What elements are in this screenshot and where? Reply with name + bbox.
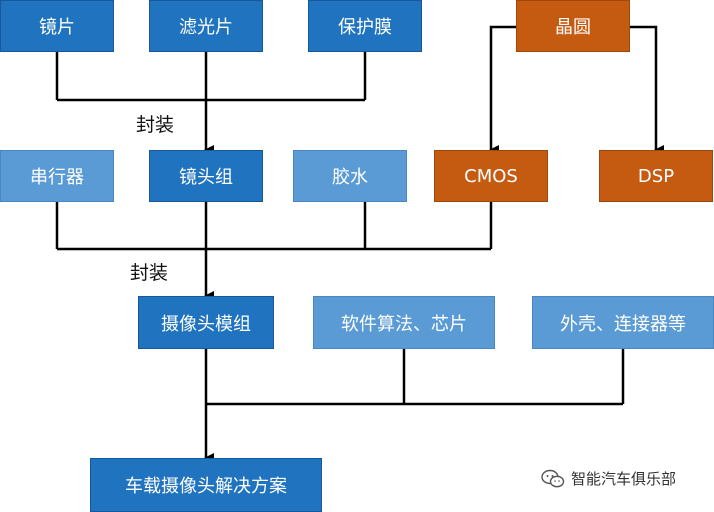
label-package-2: 封装 — [130, 262, 169, 284]
node-serializer: 串行器 — [0, 150, 114, 202]
node-lens: 镜片 — [0, 0, 114, 52]
node-housing-connector: 外壳、连接器等 — [532, 296, 714, 349]
node-wafer: 晶圆 — [516, 0, 630, 52]
node-glue-label: 胶水 — [332, 167, 368, 188]
node-lens-group: 镜头组 — [149, 150, 263, 202]
node-serializer-label: 串行器 — [30, 167, 84, 188]
line-wafer-to-cmos — [489, 25, 516, 155]
node-solution: 车载摄像头解决方案 — [90, 458, 322, 512]
node-protective-film: 保护膜 — [308, 0, 422, 52]
node-dsp: DSP — [599, 150, 713, 202]
node-filter-label: 滤光片 — [179, 17, 233, 38]
node-software-chip: 软件算法、芯片 — [313, 296, 495, 349]
watermark: 智能汽车俱乐部 — [541, 468, 676, 489]
node-protective-film-label: 保护膜 — [338, 17, 392, 38]
node-camera-module-label: 摄像头模组 — [161, 313, 251, 335]
node-software-chip-label: 软件算法、芯片 — [341, 313, 467, 335]
watermark-text: 智能汽车俱乐部 — [571, 470, 677, 488]
node-camera-module: 摄像头模组 — [138, 296, 274, 349]
node-housing-connector-label: 外壳、连接器等 — [560, 313, 686, 335]
node-lens-group-label: 镜头组 — [179, 167, 233, 188]
node-dsp-label: DSP — [637, 165, 675, 187]
label-package-1: 封装 — [136, 114, 175, 136]
node-cmos-label: CMOS — [464, 165, 518, 187]
node-cmos: CMOS — [434, 150, 548, 202]
node-wafer-label: 晶圆 — [555, 17, 591, 38]
node-filter: 滤光片 — [149, 0, 263, 52]
wechat-icon — [541, 469, 565, 487]
node-glue: 胶水 — [293, 150, 407, 202]
line-wafer-to-dsp — [630, 25, 664, 155]
node-solution-label: 车载摄像头解决方案 — [125, 476, 287, 497]
node-lens-label: 镜片 — [39, 17, 75, 38]
